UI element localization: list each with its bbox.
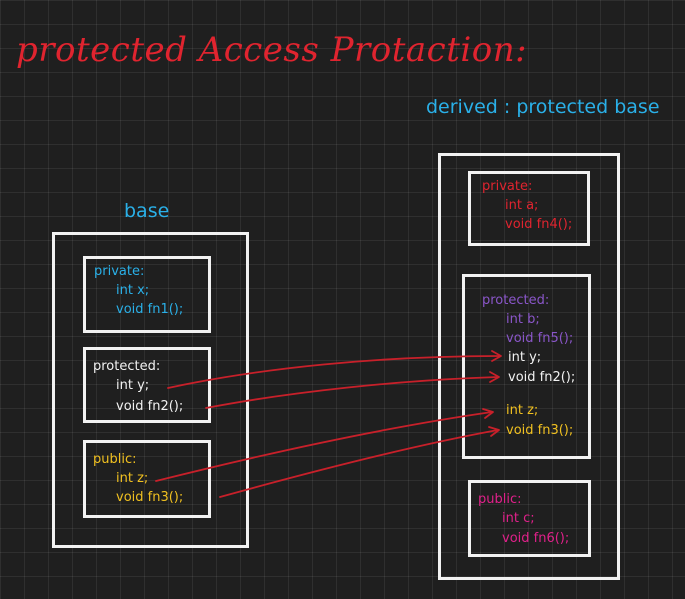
derived-inherited-member: void fn3(); xyxy=(506,423,574,438)
base-class-label: base xyxy=(124,200,170,222)
base-public-heading: public: xyxy=(93,452,137,467)
derived-class-label: derived : protected base xyxy=(426,96,660,118)
base-protected-heading: protected: xyxy=(93,359,161,374)
base-public-member: void fn3(); xyxy=(116,490,184,505)
base-public-section xyxy=(83,440,211,518)
derived-private-member: int a; xyxy=(505,198,539,213)
arrowhead-fn3 xyxy=(488,426,500,437)
derived-inherited-member: void fn2(); xyxy=(508,370,576,385)
base-private-heading: private: xyxy=(94,264,145,279)
arrow-z xyxy=(155,411,493,482)
derived-public-section xyxy=(468,480,591,557)
derived-private-section xyxy=(468,171,590,246)
base-private-member: void fn1(); xyxy=(116,302,184,317)
derived-protected-section xyxy=(462,274,591,459)
base-private-member: int x; xyxy=(116,283,150,298)
derived-class-box xyxy=(438,153,620,580)
base-public-member: int z; xyxy=(116,471,149,486)
derived-public-member: void fn6(); xyxy=(502,531,570,546)
diagram-title: protected Access Protaction: xyxy=(16,30,528,70)
base-protected-member: void fn2(); xyxy=(116,399,184,414)
base-class-box xyxy=(52,232,249,548)
derived-private-member: void fn4(); xyxy=(505,217,573,232)
derived-public-heading: public: xyxy=(478,492,522,507)
derived-private-heading: private: xyxy=(482,179,533,194)
arrowhead-y xyxy=(491,350,502,362)
base-protected-section xyxy=(83,347,211,423)
derived-protected-heading: protected: xyxy=(482,293,550,308)
arrowhead-z xyxy=(482,408,494,419)
derived-inherited-member: int y; xyxy=(508,350,542,365)
arrow-fn3 xyxy=(219,429,499,498)
derived-inherited-member: int z; xyxy=(506,403,539,418)
arrowhead-fn2 xyxy=(489,371,500,383)
base-protected-member: int y; xyxy=(116,378,150,393)
arrow-fn2 xyxy=(205,376,499,409)
base-private-section xyxy=(83,256,211,333)
derived-protected-member: void fn5(); xyxy=(506,331,574,346)
arrow-y xyxy=(167,355,501,389)
derived-protected-member: int b; xyxy=(506,312,540,327)
derived-public-member: int c; xyxy=(502,511,535,526)
